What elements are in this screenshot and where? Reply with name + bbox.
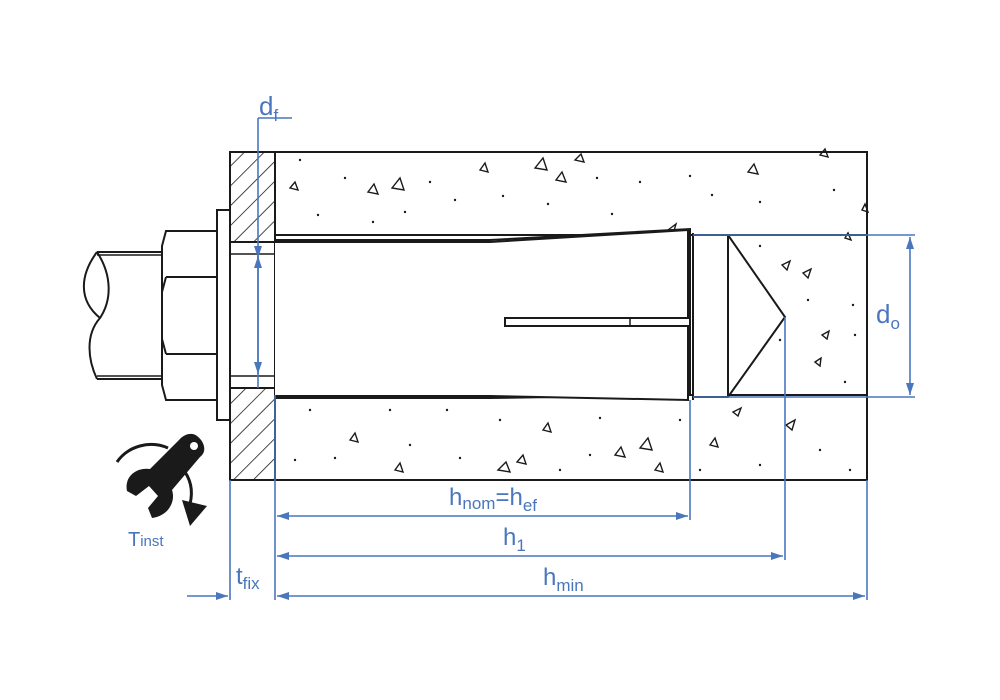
anchor-sleeve — [274, 227, 694, 402]
do-label: do — [876, 299, 900, 333]
hnom-hef-label: hnom=hef — [449, 484, 537, 515]
df-label: df — [259, 91, 278, 125]
hmin-label: hmin — [543, 564, 584, 595]
dimension-lines — [187, 117, 915, 600]
h1-label: h1 — [503, 524, 526, 555]
tinst-label: Tinst — [128, 529, 164, 551]
hex-nut — [161, 230, 218, 401]
fixture-plate — [229, 151, 276, 481]
threaded-rod — [82, 251, 163, 380]
torque-wrench-icon — [115, 433, 207, 526]
tfix-label: tfix — [236, 563, 260, 593]
washer — [216, 209, 231, 421]
